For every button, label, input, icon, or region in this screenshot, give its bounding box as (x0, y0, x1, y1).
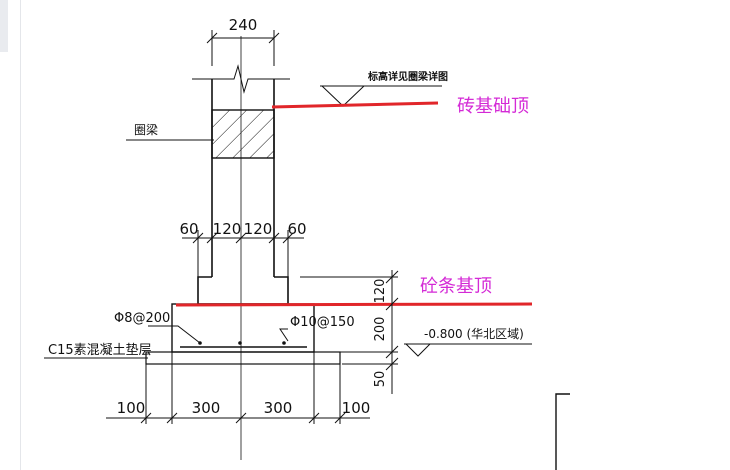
brick-top-annotation: 砖基础顶 (457, 96, 529, 117)
cushion-label: C15素混凝土垫层 (48, 342, 152, 358)
concrete-top-red-line (175, 302, 533, 307)
ground-level-label: -0.800 (华北区域) (424, 327, 524, 341)
brick-top-red-line (271, 101, 439, 109)
dim-bottom-right-inner: 300 (264, 399, 293, 417)
dim-cushion-height: 50 (373, 371, 388, 388)
rebar-dot (238, 341, 242, 345)
dim-bottom-left-inner: 300 (192, 399, 221, 417)
dim-left-half: 120 (213, 220, 242, 238)
frame-fragment (555, 393, 570, 470)
dim-left-offset: 60 (179, 220, 198, 238)
dim-right-offset: 60 (287, 220, 306, 238)
bottom-dimension (106, 352, 370, 424)
elevation-note: 标高详见圈梁详图 (367, 70, 448, 83)
right-vertical-dimension (316, 270, 399, 394)
elevation-symbol-top (320, 85, 442, 107)
rebar-dot (282, 341, 286, 345)
left-panel-edge (0, 0, 8, 52)
dim-base-height: 200 (373, 317, 388, 342)
left-border-line (20, 0, 21, 470)
cushion-layer (145, 351, 341, 365)
dim-bottom-right-outer: 100 (342, 399, 371, 417)
ring-beam-label: 圈梁 (134, 122, 158, 137)
footing-step (197, 276, 289, 305)
ring-beam-block (211, 109, 275, 159)
rebar-left-label: Φ8@200 (114, 311, 170, 326)
break-line (192, 64, 290, 94)
dim-right-half: 120 (244, 220, 273, 238)
dim-top-width: 240 (229, 16, 258, 34)
dim-bottom-left-outer: 100 (117, 399, 146, 417)
ground-level-symbol (404, 343, 532, 357)
rebar-right-label: Φ10@150 (290, 315, 355, 330)
top-dimension (206, 30, 280, 66)
dim-step-height: 120 (373, 279, 388, 304)
middle-dimension (182, 230, 304, 278)
concrete-top-annotation: 砼条基顶 (420, 276, 492, 297)
rebar-left-leader (148, 325, 201, 344)
rebar-right-leader (279, 328, 289, 342)
